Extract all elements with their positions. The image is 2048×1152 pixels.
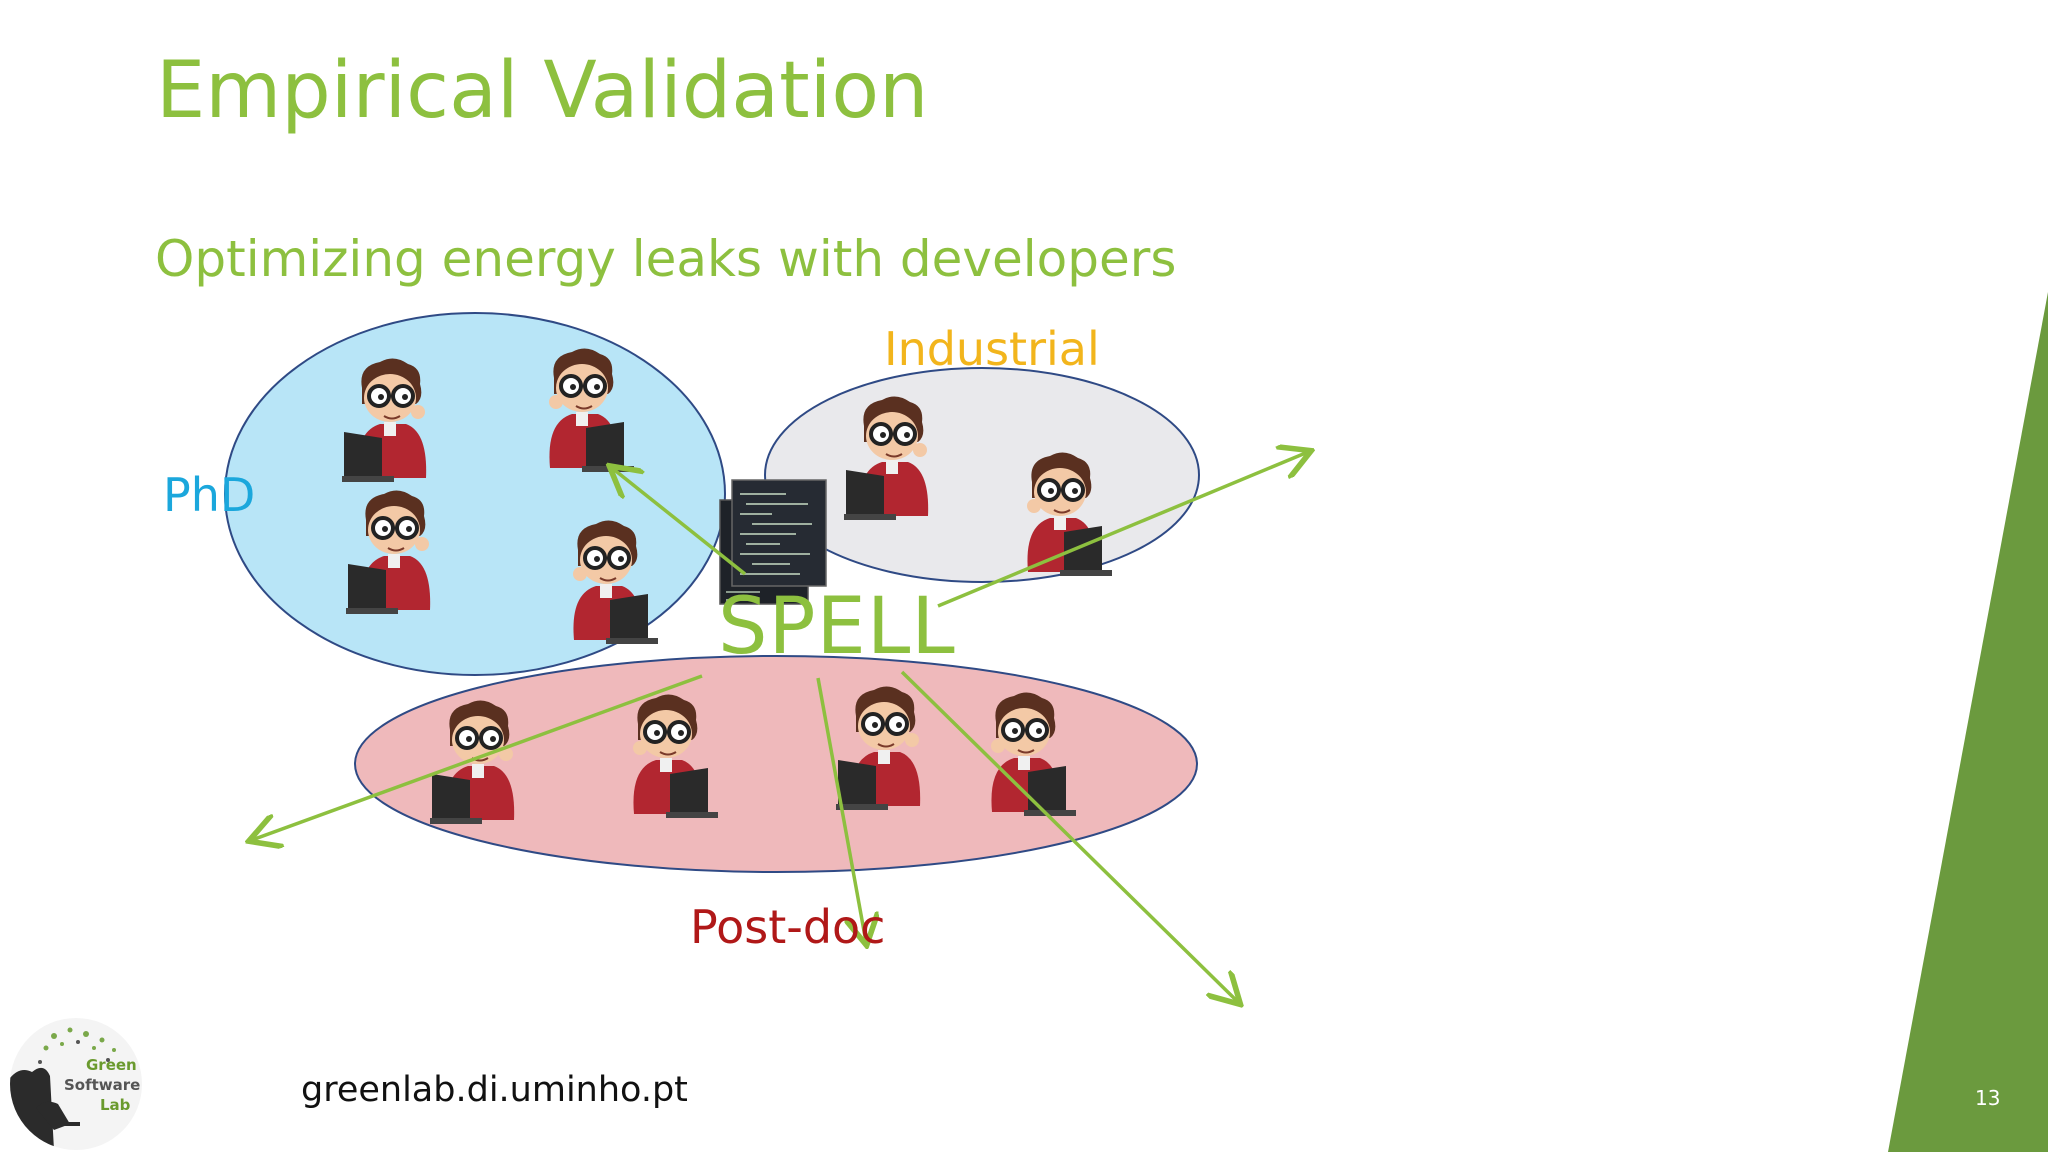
slide-subtitle: Optimizing energy leaks with developers: [155, 230, 1177, 288]
spell-tool-label: SPELL: [718, 582, 956, 672]
logo-text-software: Software: [64, 1076, 141, 1094]
page-number: 13: [1975, 1086, 2001, 1110]
logo-text-lab: Lab: [100, 1096, 131, 1114]
postdoc-group-ellipse: [354, 655, 1198, 873]
arrow-icon: [252, 452, 1308, 1002]
logo-text-green: Green: [86, 1056, 137, 1074]
phd-group-ellipse: [224, 312, 726, 676]
industrial-label: Industrial: [884, 322, 1100, 376]
footer-url: greenlab.di.uminho.pt: [301, 1070, 688, 1110]
logo-icon: Green Software Lab: [10, 1018, 142, 1150]
slide-title: Empirical Validation: [156, 46, 929, 136]
code-screen-icon: [719, 479, 827, 605]
industrial-group-ellipse: [764, 367, 1200, 583]
phd-label: PhD: [163, 468, 256, 522]
postdoc-label: Post-doc: [690, 900, 886, 954]
